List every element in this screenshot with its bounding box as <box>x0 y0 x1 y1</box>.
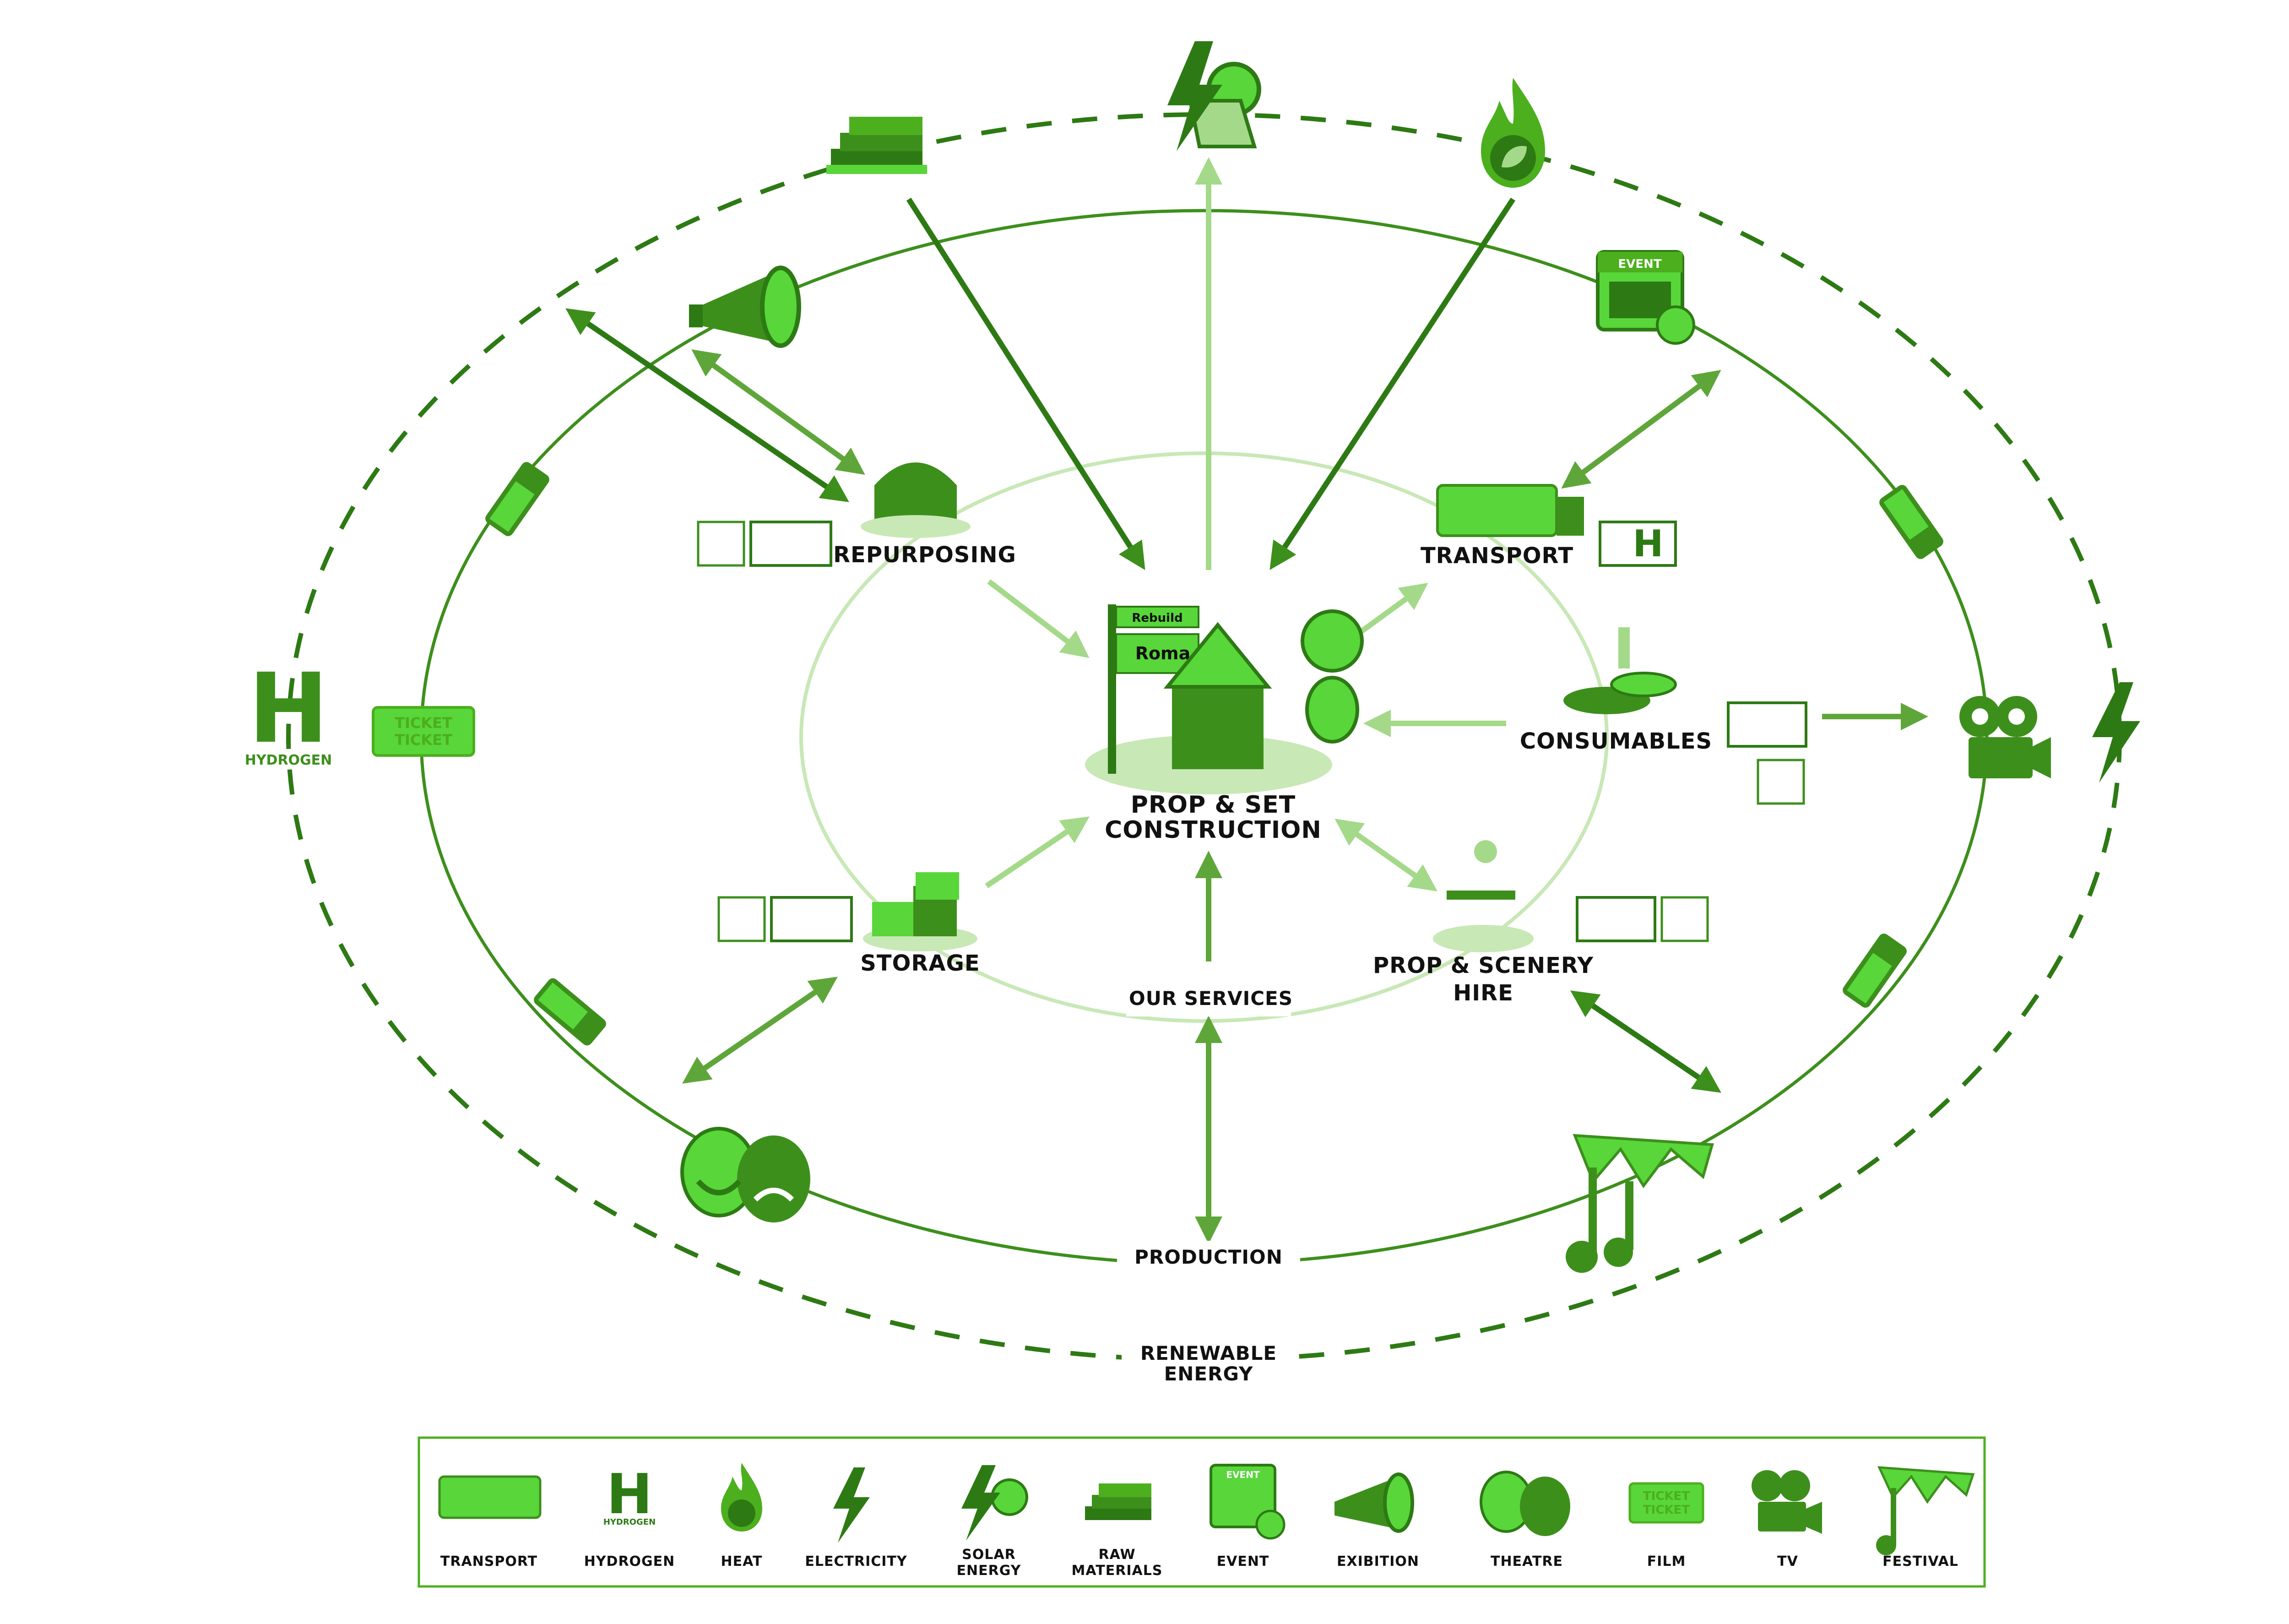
legend-hydrogen: HYDROGEN <box>584 1553 675 1570</box>
legend-raw-materials-icon <box>1085 1483 1151 1520</box>
arrow-hire-festival <box>1570 990 1721 1093</box>
legend-film-icon: TICKET TICKET <box>1628 1482 1704 1524</box>
center-title-line1: PROP & SET <box>1131 791 1296 819</box>
solar-energy-icon <box>1167 41 1261 151</box>
hire-label-line2: HIRE <box>1453 980 1513 1006</box>
legend-hydrogen-icon: H HYDROGEN <box>603 1463 656 1527</box>
arrow-transport-event <box>1561 369 1721 489</box>
legend-film: FILM <box>1647 1553 1686 1570</box>
ring-label-our-services: OUR SERVICES <box>1129 987 1293 1010</box>
legend-heat-icon <box>721 1463 762 1532</box>
legend-box <box>418 1436 1986 1588</box>
svg-text:EVENT: EVENT <box>1226 1469 1260 1480</box>
legend-solar-1: SOLAR <box>962 1547 1016 1563</box>
transport-icon-right-lower <box>1843 934 1907 1008</box>
transport-node: H TRANSPORT <box>1421 484 1677 569</box>
repurposing-energy-badges <box>697 521 745 567</box>
svg-text:TICKET: TICKET <box>395 731 452 749</box>
svg-text:Roma: Roma <box>1135 643 1191 663</box>
svg-text:H: H <box>1633 522 1664 565</box>
transport-icon-right-upper <box>1879 485 1943 559</box>
arrow-heat-to-center <box>1269 197 1516 570</box>
svg-text:TICKET: TICKET <box>395 714 452 732</box>
transport-energy-badge <box>1599 521 1677 567</box>
consumables-label: CONSUMABLES <box>1520 728 1712 754</box>
svg-text:TICKET: TICKET <box>1643 1503 1690 1517</box>
ring-label-production: PRODUCTION <box>1134 1246 1283 1268</box>
legend-raw-1: RAW <box>1098 1547 1135 1563</box>
legend-items: TRANSPORT H HYDROGEN HYDROGEN HEAT ELECT… <box>438 1463 1975 1579</box>
event-icon: EVENT <box>1596 250 1695 345</box>
center-title-line2: CONSTRUCTION <box>1105 816 1322 844</box>
legend-event: EVENT <box>1217 1553 1269 1570</box>
legend-theatre: THEATRE <box>1491 1553 1563 1570</box>
transport-icon-left-upper <box>485 462 549 536</box>
storage-label: STORAGE <box>860 951 980 976</box>
legend-festival-icon <box>1876 1466 1975 1555</box>
repurposing-node: REPURPOSING <box>697 462 1016 568</box>
legend-festival: FESTIVAL <box>1882 1553 1958 1570</box>
legend-raw-2: MATERIALS <box>1072 1563 1163 1579</box>
legend-event-icon: EVENT <box>1210 1464 1286 1540</box>
arrow-repurposing-to-center <box>987 579 1090 658</box>
film-ticket-icon: TICKET TICKET <box>372 706 475 757</box>
storage-node: STORAGE <box>717 872 980 976</box>
arrow-raw-materials-to-center <box>906 197 1145 570</box>
transport-label: TRANSPORT <box>1421 543 1573 569</box>
ring-label-energy: ENERGY <box>1164 1363 1253 1385</box>
svg-text:TICKET: TICKET <box>1643 1489 1690 1503</box>
legend-heat: HEAT <box>721 1553 763 1570</box>
exhibition-icon <box>689 266 801 348</box>
legend-solar-icon <box>961 1465 1028 1541</box>
hydrogen-icon: H HYDROGEN <box>245 652 332 768</box>
arrow-hire-center <box>1334 819 1437 891</box>
hire-label-line1: PROP & SCENERY <box>1373 953 1594 978</box>
svg-text:HYDROGEN: HYDROGEN <box>245 752 332 768</box>
storage-energy-badges <box>717 896 766 942</box>
ring-label-renewable: RENEWABLE <box>1140 1342 1277 1364</box>
consumables-node: CONSUMABLES <box>1520 627 1807 805</box>
legend-exhibition-icon <box>1334 1472 1414 1533</box>
electricity-icon <box>2092 682 2140 783</box>
svg-text:HYDROGEN: HYDROGEN <box>603 1517 656 1527</box>
legend-transport-icon <box>438 1475 542 1519</box>
legend-electricity-icon <box>833 1467 870 1543</box>
arrow-storage-to-center <box>985 816 1090 888</box>
festival-icon <box>1566 1134 1714 1273</box>
arrow-storage-theatre <box>682 977 838 1084</box>
legend-tv: TV <box>1777 1553 1798 1570</box>
tv-camera-icon <box>1959 696 2051 778</box>
transport-icon-left-lower <box>534 978 606 1046</box>
legend-electricity: ELECTRICITY <box>805 1553 907 1570</box>
legend-solar-2: ENERGY <box>957 1563 1021 1579</box>
legend-transport: TRANSPORT <box>440 1553 537 1570</box>
repurposing-label: REPURPOSING <box>833 542 1016 568</box>
prop-scenery-hire-node: PROP & SCENERY HIRE <box>1373 840 1709 1006</box>
hire-energy-badges <box>1576 896 1656 942</box>
svg-text:Rebuild: Rebuild <box>1132 611 1182 625</box>
arrow-repurposing-outer <box>565 308 849 502</box>
svg-text:H: H <box>607 1463 652 1526</box>
svg-text:EVENT: EVENT <box>1618 257 1661 271</box>
legend-theatre-icon <box>1480 1471 1570 1536</box>
legend-tv-icon <box>1752 1470 1822 1534</box>
consumables-energy-badges <box>1727 701 1807 748</box>
center-illustration: Rebuild Roma <box>1085 604 1364 794</box>
heat-icon <box>1481 78 1545 188</box>
legend-exibition: EXIBITION <box>1337 1553 1419 1570</box>
raw-materials-icon <box>826 117 927 174</box>
svg-text:H: H <box>248 652 329 765</box>
theatre-masks-icon <box>680 1127 810 1222</box>
